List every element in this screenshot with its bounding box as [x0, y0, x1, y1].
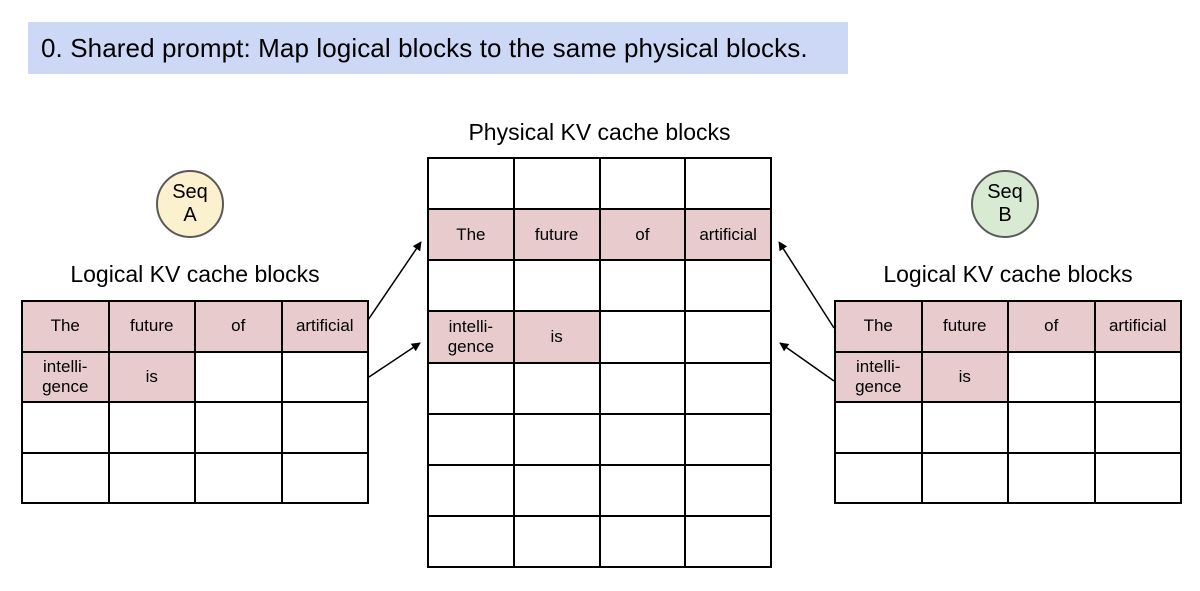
- kv-block-cell-empty: [513, 260, 600, 312]
- seq-a-badge: Seq A: [156, 170, 224, 238]
- title-banner: 0. Shared prompt: Map logical blocks to …: [28, 22, 848, 74]
- arrow-seq-b-block0: [778, 241, 835, 329]
- seq-b-badge: Seq B: [971, 170, 1039, 238]
- kv-block-cell-filled: of: [599, 209, 686, 261]
- kv-block-cell-empty: [599, 362, 686, 414]
- seq-a-label-line2: A: [183, 204, 197, 226]
- kv-block-cell-filled: is: [108, 351, 195, 402]
- kv-block-cell-empty: [835, 452, 922, 503]
- kv-block-cell-empty: [281, 402, 368, 453]
- kv-block-cell-empty: [599, 311, 686, 363]
- seq-b-label-line1: Seq: [987, 181, 1023, 203]
- kv-block-cell-empty: [685, 260, 771, 312]
- kv-block-cell-empty: [195, 452, 282, 503]
- kv-block-cell-empty: [428, 464, 514, 516]
- kv-block-cell-filled: future: [513, 209, 600, 261]
- kv-block-cell-empty: [22, 402, 109, 453]
- kv-block-cell-filled: future: [921, 301, 1008, 352]
- kv-block-cell-filled: The: [835, 301, 922, 352]
- kv-block-cell-empty: [281, 351, 368, 402]
- kv-block-cell-empty: [921, 402, 1008, 453]
- kv-block-cell-empty: [685, 362, 771, 414]
- kv-block-cell-empty: [195, 351, 282, 402]
- kv-block-cell-empty: [513, 413, 600, 465]
- seq-a-label-line1: Seq: [172, 181, 208, 203]
- arrow-seq-a-block1: [368, 342, 421, 378]
- kv-block-cell-filled: is: [921, 351, 1008, 402]
- title-text: 0. Shared prompt: Map logical blocks to …: [41, 32, 808, 63]
- kv-block-cell-empty: [513, 362, 600, 414]
- kv-block-cell-empty: [599, 158, 686, 210]
- kv-block-cell-empty: [599, 413, 686, 465]
- kv-block-cell-empty: [1008, 402, 1095, 453]
- kv-block-cell-empty: [428, 515, 514, 567]
- kv-block-cell-empty: [685, 515, 771, 567]
- logical-table-right-label: Logical KV cache blocks: [883, 261, 1133, 287]
- kv-block-cell-empty: [108, 402, 195, 453]
- kv-block-cell-empty: [428, 362, 514, 414]
- arrow-seq-b-block1: [779, 342, 835, 382]
- kv-block-cell-empty: [685, 158, 771, 210]
- kv-block-cell-filled: artificial: [685, 209, 771, 261]
- kv-block-cell-empty: [685, 464, 771, 516]
- kv-block-cell-empty: [281, 452, 368, 503]
- kv-block-cell-filled: is: [513, 311, 600, 363]
- kv-block-cell-filled: The: [428, 209, 514, 261]
- kv-block-cell-empty: [1094, 402, 1181, 453]
- kv-block-cell-empty: [428, 413, 514, 465]
- logical-table-left-label: Logical KV cache blocks: [70, 261, 320, 287]
- kv-block-cell-empty: [1094, 452, 1181, 503]
- kv-block-cell-empty: [1008, 452, 1095, 503]
- kv-block-cell-empty: [1094, 351, 1181, 402]
- seq-b-label-line2: B: [998, 204, 1012, 226]
- kv-block-cell-filled: of: [1008, 301, 1095, 352]
- kv-block-cell-filled: intelli- gence: [22, 351, 109, 402]
- kv-block-cell-empty: [685, 413, 771, 465]
- kv-block-cell-filled: of: [195, 301, 282, 352]
- kv-block-cell-empty: [1008, 351, 1095, 402]
- kv-block-cell-filled: future: [108, 301, 195, 352]
- kv-block-cell-empty: [921, 452, 1008, 503]
- kv-block-cell-empty: [513, 464, 600, 516]
- kv-block-cell-filled: The: [22, 301, 109, 352]
- kv-block-cell-empty: [599, 515, 686, 567]
- arrow-seq-a-block0: [367, 241, 422, 321]
- kv-block-cell-empty: [22, 452, 109, 503]
- kv-block-cell-filled: artificial: [1094, 301, 1181, 352]
- kv-block-cell-empty: [428, 158, 514, 210]
- kv-block-cell-empty: [428, 260, 514, 312]
- kv-block-cell-empty: [513, 515, 600, 567]
- kv-block-cell-empty: [599, 260, 686, 312]
- physical-table-label: Physical KV cache blocks: [468, 119, 731, 145]
- kv-block-cell-empty: [835, 402, 922, 453]
- kv-block-cell-filled: intelli- gence: [835, 351, 922, 402]
- kv-block-cell-empty: [599, 464, 686, 516]
- kv-block-cell-filled: intelli- gence: [428, 311, 514, 363]
- kv-block-cell-empty: [108, 452, 195, 503]
- kv-block-cell-filled: artificial: [281, 301, 368, 352]
- kv-block-cell-empty: [513, 158, 600, 210]
- kv-block-cell-empty: [195, 402, 282, 453]
- kv-block-cell-empty: [685, 311, 771, 363]
